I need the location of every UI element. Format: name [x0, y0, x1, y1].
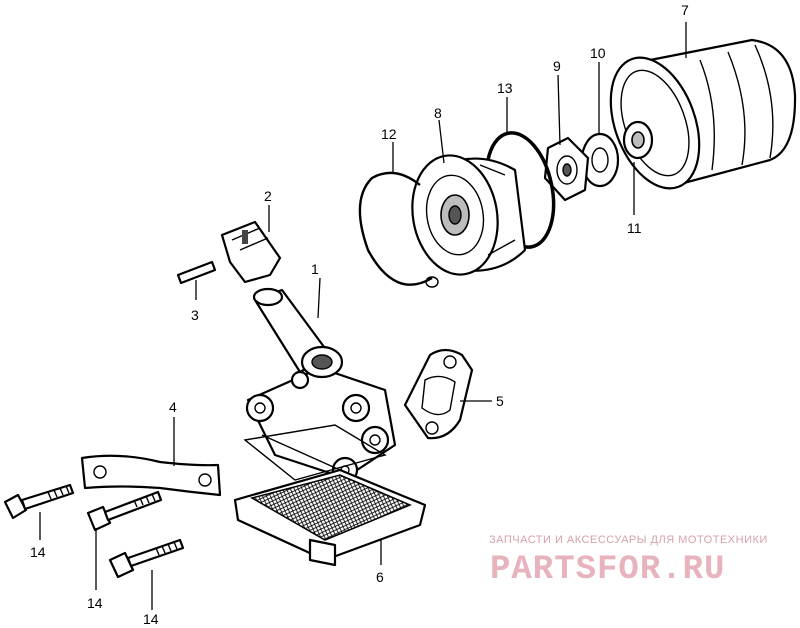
part-7-filter-case [609, 38, 797, 190]
part-6-oil-strainer [233, 424, 427, 567]
watermark: ЗАПЧАСТИ И АКСЕССУАРЫ ДЛЯ МОТОТЕХНИКИ PA… [489, 534, 768, 589]
part-5-gasket [403, 348, 474, 440]
watermark-tagline: ЗАПЧАСТИ И АКСЕССУАРЫ ДЛЯ МОТОТЕХНИКИ [489, 534, 768, 546]
part-1-pump-body [245, 287, 397, 484]
callout-11: 11 [627, 220, 642, 236]
watermark-brand: PARTSFOR.RU [490, 551, 725, 589]
part-12-snap-ring [358, 171, 439, 288]
leader-lines [39, 22, 687, 610]
callout-3: 3 [191, 307, 199, 323]
part-14-bolt-a [3, 483, 75, 520]
callout-14-c: 14 [143, 611, 159, 627]
callout-9: 9 [553, 58, 561, 74]
part-14-bolt-c [108, 538, 185, 579]
part-9-nut [543, 136, 590, 202]
callout-1: 1 [311, 261, 319, 277]
callout-6: 6 [376, 569, 384, 585]
part-14-bolt-b [86, 490, 163, 532]
callout-13: 13 [497, 80, 513, 96]
part-3-pin [176, 260, 217, 285]
callout-5: 5 [496, 393, 504, 409]
part-8-filter-rotor [411, 154, 527, 276]
callout-2: 2 [264, 188, 272, 204]
callout-10: 10 [590, 45, 606, 61]
callout-labels: 7 8 13 9 10 11 12 2 3 1 5 4 6 14 14 14 [30, 2, 689, 627]
callout-14-a: 14 [30, 544, 46, 560]
callout-14-b: 14 [87, 595, 103, 611]
callout-4: 4 [169, 399, 177, 415]
callout-8: 8 [434, 105, 442, 121]
part-2-cap [220, 220, 282, 284]
callout-12: 12 [381, 126, 397, 142]
callout-7: 7 [681, 2, 689, 18]
part-4-bracket [80, 454, 222, 497]
